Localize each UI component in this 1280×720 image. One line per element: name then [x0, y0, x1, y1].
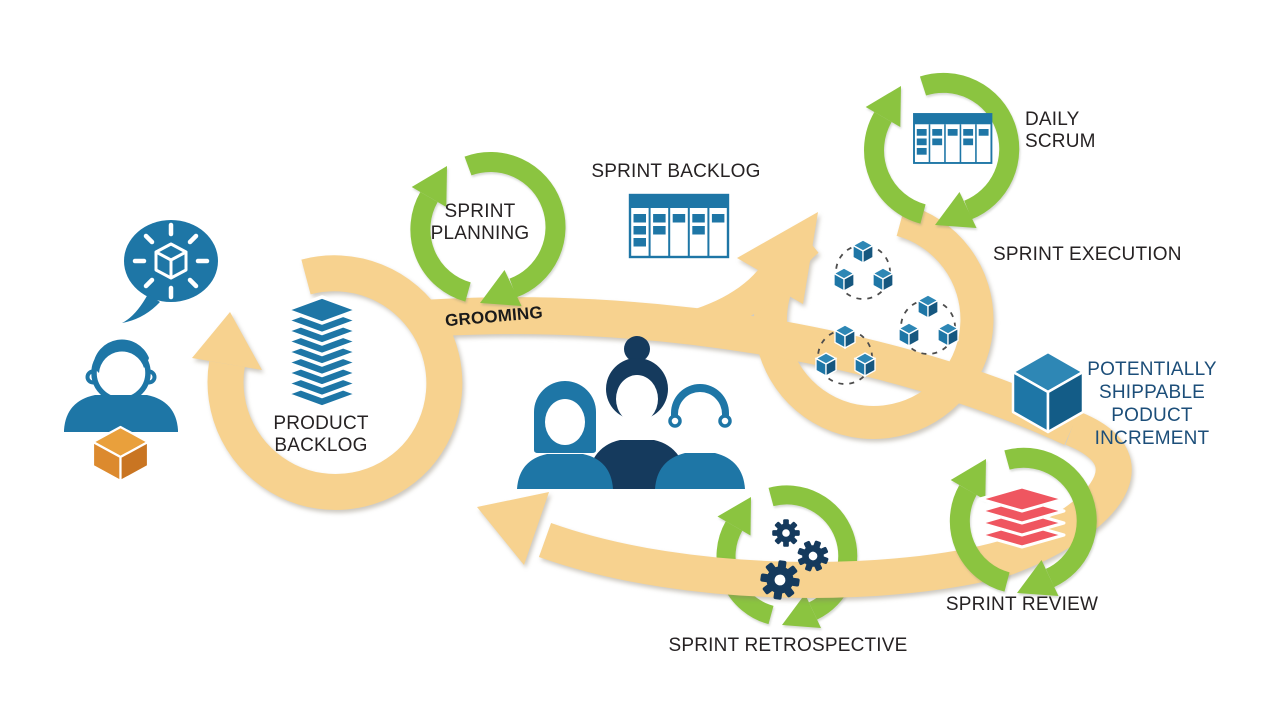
idea-cube-glyph	[154, 242, 188, 280]
label-increment: POTENTIALLY SHIPPABLE PODUCT INCREMENT	[1087, 359, 1217, 449]
increment-cube-icon	[1011, 350, 1085, 434]
release-stack-icon	[978, 485, 1066, 549]
task-cluster-icon	[898, 294, 959, 355]
idea-speech-bubble-icon	[122, 220, 218, 323]
product-backlog-loop-arrow	[192, 255, 463, 510]
label-sprint-execution: SPRINT EXECUTION	[993, 244, 1182, 265]
label-sprint-review: SPRINT REVIEW	[945, 594, 1099, 615]
daily-scrum-cycle-icon	[864, 72, 1020, 228]
team-member-left	[517, 381, 613, 489]
task-cluster-icon	[815, 324, 876, 385]
sprint-execution-loop-arrow	[754, 204, 994, 439]
sprint-review-cycle-icon	[949, 447, 1097, 596]
team-member-right	[655, 384, 745, 489]
label-sprint-planning: SPRINT PLANNING	[430, 201, 530, 244]
product-backlog-stack-icon	[284, 295, 360, 409]
return-arrowhead	[477, 492, 549, 565]
label-sprint-retrospective: SPRINT RETROSPECTIVE	[668, 635, 908, 656]
grooming-flow-band	[430, 297, 1080, 445]
product-cube-icon	[91, 425, 150, 483]
execution-entry-arrow	[662, 212, 818, 341]
label-sprint-backlog: SPRINT BACKLOG	[591, 161, 761, 182]
scrum-team-icon	[517, 336, 745, 489]
daily-scrum-board-icon	[913, 113, 993, 164]
sprint-backlog-board-icon	[628, 193, 730, 259]
sprint-planning-cycle-icon	[410, 152, 566, 306]
label-daily-scrum: DAILY SCRUM	[1025, 109, 1096, 152]
task-cluster-icon	[833, 239, 894, 300]
product-owner-icon	[64, 339, 178, 432]
label-product-backlog: PRODUCT BACKLOG	[273, 413, 369, 456]
idea-rays	[132, 222, 210, 300]
